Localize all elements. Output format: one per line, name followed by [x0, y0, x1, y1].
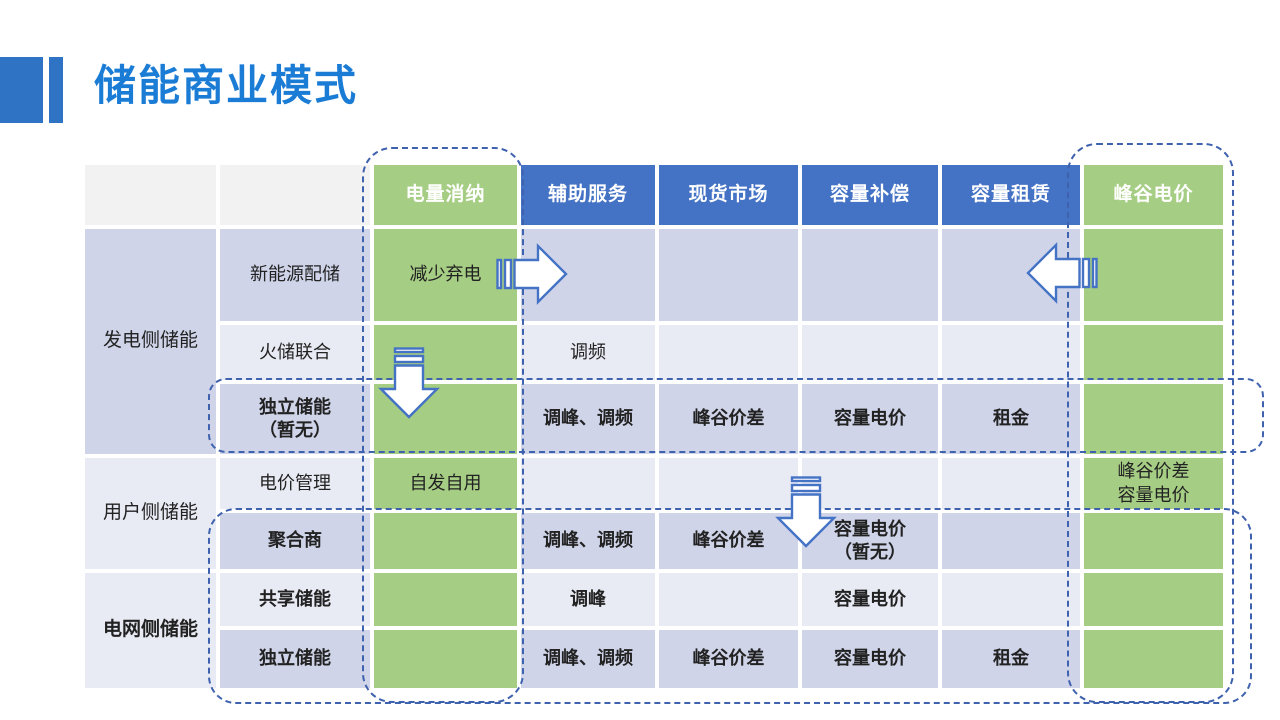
- cell-r4-c1: 调峰、调频: [521, 513, 655, 569]
- striped-right-arrow-icon: [496, 243, 568, 305]
- cell-r5-c5: [1084, 573, 1223, 626]
- cell-r3-c0: 自发自用: [374, 458, 517, 509]
- header-cell-consumption: 电量消纳: [374, 165, 517, 225]
- cell-r0-c2: [659, 229, 798, 321]
- cell-r3-c3: [802, 458, 938, 509]
- header-cell-spot-market: 现货市场: [659, 165, 798, 225]
- cell-r2-c5: [1084, 384, 1223, 454]
- page-title: 储能商业模式: [94, 62, 359, 109]
- cell-r1-c5: [1084, 325, 1223, 380]
- cell-r3-c5: 峰谷价差 容量电价: [1084, 458, 1223, 509]
- cell-r6-c1: 调峰、调频: [521, 630, 655, 688]
- cell-r1-c1: 调频: [521, 325, 655, 380]
- highlight-bottom-rows: [208, 508, 1252, 704]
- cell-r3-c2: [659, 458, 798, 509]
- cell-r5-c1: 调峰: [521, 573, 655, 626]
- cell-r3-c1: [521, 458, 655, 509]
- storage-business-model-table: 电量消纳 辅助服务 现货市场 容量补偿 容量租赁 峰谷电价 发电侧储能 新能源配…: [85, 165, 1223, 688]
- title-accent-square: [0, 57, 43, 123]
- cell-r6-c2: 峰谷价差: [659, 630, 798, 688]
- title-accent-bar: [49, 57, 63, 123]
- header-cell-capacity-lease: 容量租赁: [942, 165, 1080, 225]
- cell-r4-c0: [374, 513, 517, 569]
- cell-r4-c4: [942, 513, 1080, 569]
- cell-r0-c0: 减少弃电: [374, 229, 517, 321]
- striped-left-arrow-icon: [1026, 242, 1098, 304]
- row-label-independent-storage-none: 独立储能 （暂无）: [220, 384, 370, 454]
- cell-r6-c3: 容量电价: [802, 630, 938, 688]
- row-label-independent-storage: 独立储能: [220, 630, 370, 688]
- striped-down-arrow-generation-icon: [378, 347, 440, 419]
- cell-r6-c0: [374, 630, 517, 688]
- row-label-new-energy: 新能源配储: [220, 229, 370, 321]
- cell-r5-c0: [374, 573, 517, 626]
- cell-r6-c4: 租金: [942, 630, 1080, 688]
- row-label-thermal-storage: 火储联合: [220, 325, 370, 380]
- cell-r2-c4: 租金: [942, 384, 1080, 454]
- corner-cell-sub: [220, 165, 370, 225]
- highlight-independent-storage-row: [208, 378, 1264, 453]
- cell-r6-c5: [1084, 630, 1223, 688]
- cell-r1-c3: [802, 325, 938, 380]
- cell-r0-c5: [1084, 229, 1223, 321]
- header-cell-ancillary: 辅助服务: [521, 165, 655, 225]
- cell-r4-c5: [1084, 513, 1223, 569]
- striped-down-arrow-user-icon: [775, 476, 837, 548]
- group-cell-grid-side: 电网侧储能: [85, 573, 216, 688]
- cell-r5-c4: [942, 573, 1080, 626]
- corner-cell-group: [85, 165, 216, 225]
- row-label-aggregator: 聚合商: [220, 513, 370, 569]
- cell-r3-c4: [942, 458, 1080, 509]
- cell-r5-c2: [659, 573, 798, 626]
- cell-r5-c3: 容量电价: [802, 573, 938, 626]
- cell-r2-c3: 容量电价: [802, 384, 938, 454]
- cell-r2-c2: 峰谷价差: [659, 384, 798, 454]
- cell-r0-c3: [802, 229, 938, 321]
- cell-r1-c4: [942, 325, 1080, 380]
- cell-r1-c2: [659, 325, 798, 380]
- row-label-price-management: 电价管理: [220, 458, 370, 509]
- cell-r2-c1: 调峰、调频: [521, 384, 655, 454]
- group-cell-user-side: 用户侧储能: [85, 458, 216, 569]
- header-cell-peak-valley-price: 峰谷电价: [1084, 165, 1223, 225]
- group-cell-generation-side: 发电侧储能: [85, 229, 216, 454]
- row-label-shared-storage: 共享储能: [220, 573, 370, 626]
- cell-r4-c2: 峰谷价差: [659, 513, 798, 569]
- header-cell-capacity-compensation: 容量补偿: [802, 165, 938, 225]
